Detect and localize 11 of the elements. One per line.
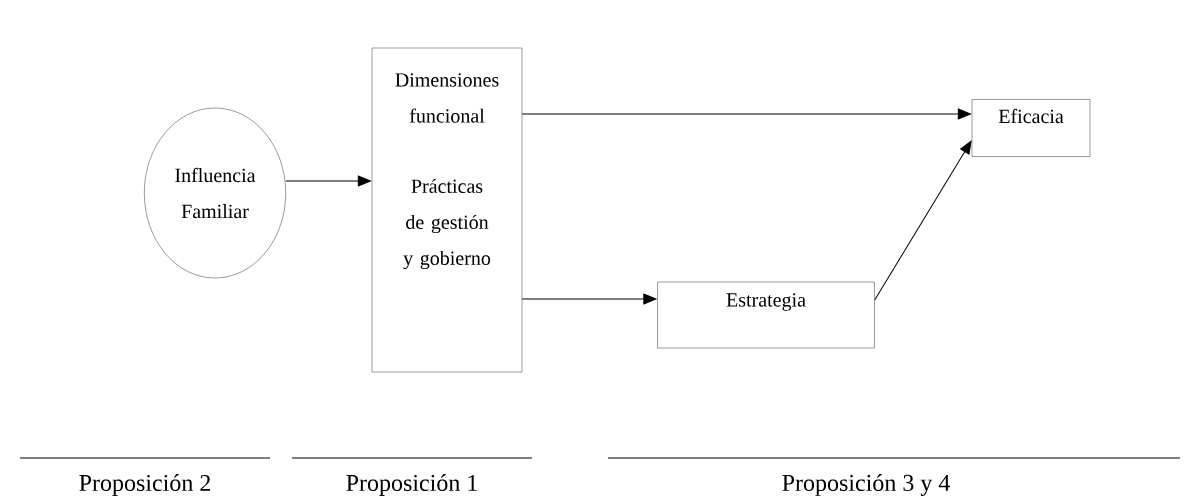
process-box: Estrategia — [657, 281, 875, 349]
process-box: Dimensiones funcional Prácticas de gestión y gobierno — [371, 47, 523, 373]
arrow — [521, 108, 971, 120]
arrow — [521, 293, 657, 305]
arrow — [285, 175, 371, 187]
section-label: Proposición 2 — [79, 474, 210, 496]
section-label: Proposición 3 y 4 — [782, 474, 950, 496]
section-label: Proposición 1 — [346, 474, 477, 496]
ellipse-node: Influencia Familiar — [144, 107, 286, 279]
arrow — [874, 140, 972, 301]
process-box: Eficacia — [971, 99, 1091, 157]
